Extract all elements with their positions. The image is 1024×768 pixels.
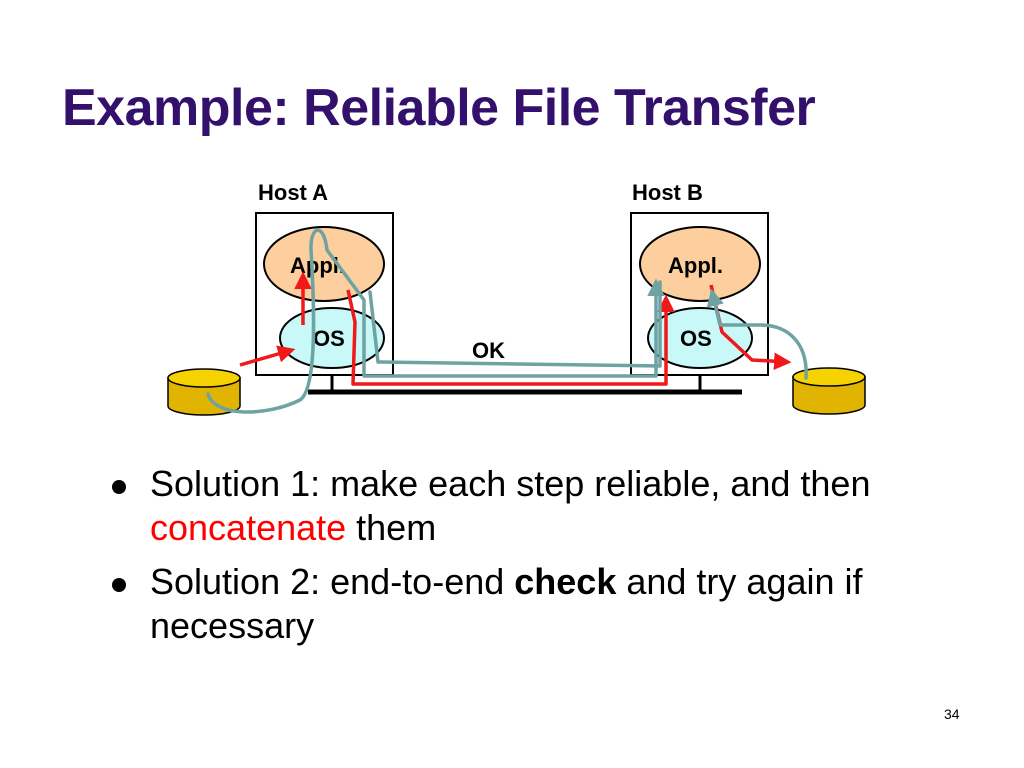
host-b: Host B Appl. OS	[630, 180, 769, 376]
bullet-2-text: Solution 2: end-to-end	[150, 561, 515, 602]
teal-outer-line	[206, 228, 665, 414]
host-a: Host A Appl. OS	[255, 180, 394, 376]
host-b-appl	[639, 226, 761, 302]
red-transfer-path	[239, 271, 792, 386]
disk-a	[167, 368, 241, 416]
host-b-appl-label: Appl.	[668, 253, 723, 278]
host-a-appl	[263, 226, 385, 302]
network-link	[308, 376, 742, 395]
bullet-2-bold: check	[514, 561, 617, 602]
bullet-dot	[112, 480, 126, 494]
host-a-label: Host A	[258, 180, 328, 205]
teal-return-line	[706, 288, 808, 380]
bullet-1-text: Solution 1: make each step reliable, and…	[150, 463, 871, 504]
ok-label: OK	[472, 338, 505, 363]
bullet-list: Solution 1: make each step reliable, and…	[110, 462, 910, 658]
host-b-label: Host B	[632, 180, 703, 205]
host-b-os	[647, 307, 753, 369]
red-arrow-appl-to-b	[346, 289, 675, 386]
teal-check-path	[206, 228, 808, 414]
bullet-dot	[112, 578, 126, 592]
bullet-1-highlight: concatenate	[150, 507, 347, 548]
bullet-1-text-end: them	[346, 507, 437, 548]
bullet-solution-1: Solution 1: make each step reliable, and…	[110, 462, 910, 550]
host-b-os-label: OS	[680, 326, 712, 351]
bullet-2-text-end: and try again if necessary	[150, 561, 863, 646]
bullet-solution-2: Solution 2: end-to-end check and try aga…	[110, 560, 910, 648]
host-a-os	[279, 307, 385, 369]
slide-title: Example: Reliable File Transfer	[62, 79, 816, 137]
red-arrow-disk-a-to-os	[239, 345, 296, 367]
page-number: 34	[944, 706, 960, 722]
disk-b	[792, 367, 866, 415]
teal-inner-line	[368, 280, 662, 368]
host-a-os-label: OS	[313, 326, 345, 351]
